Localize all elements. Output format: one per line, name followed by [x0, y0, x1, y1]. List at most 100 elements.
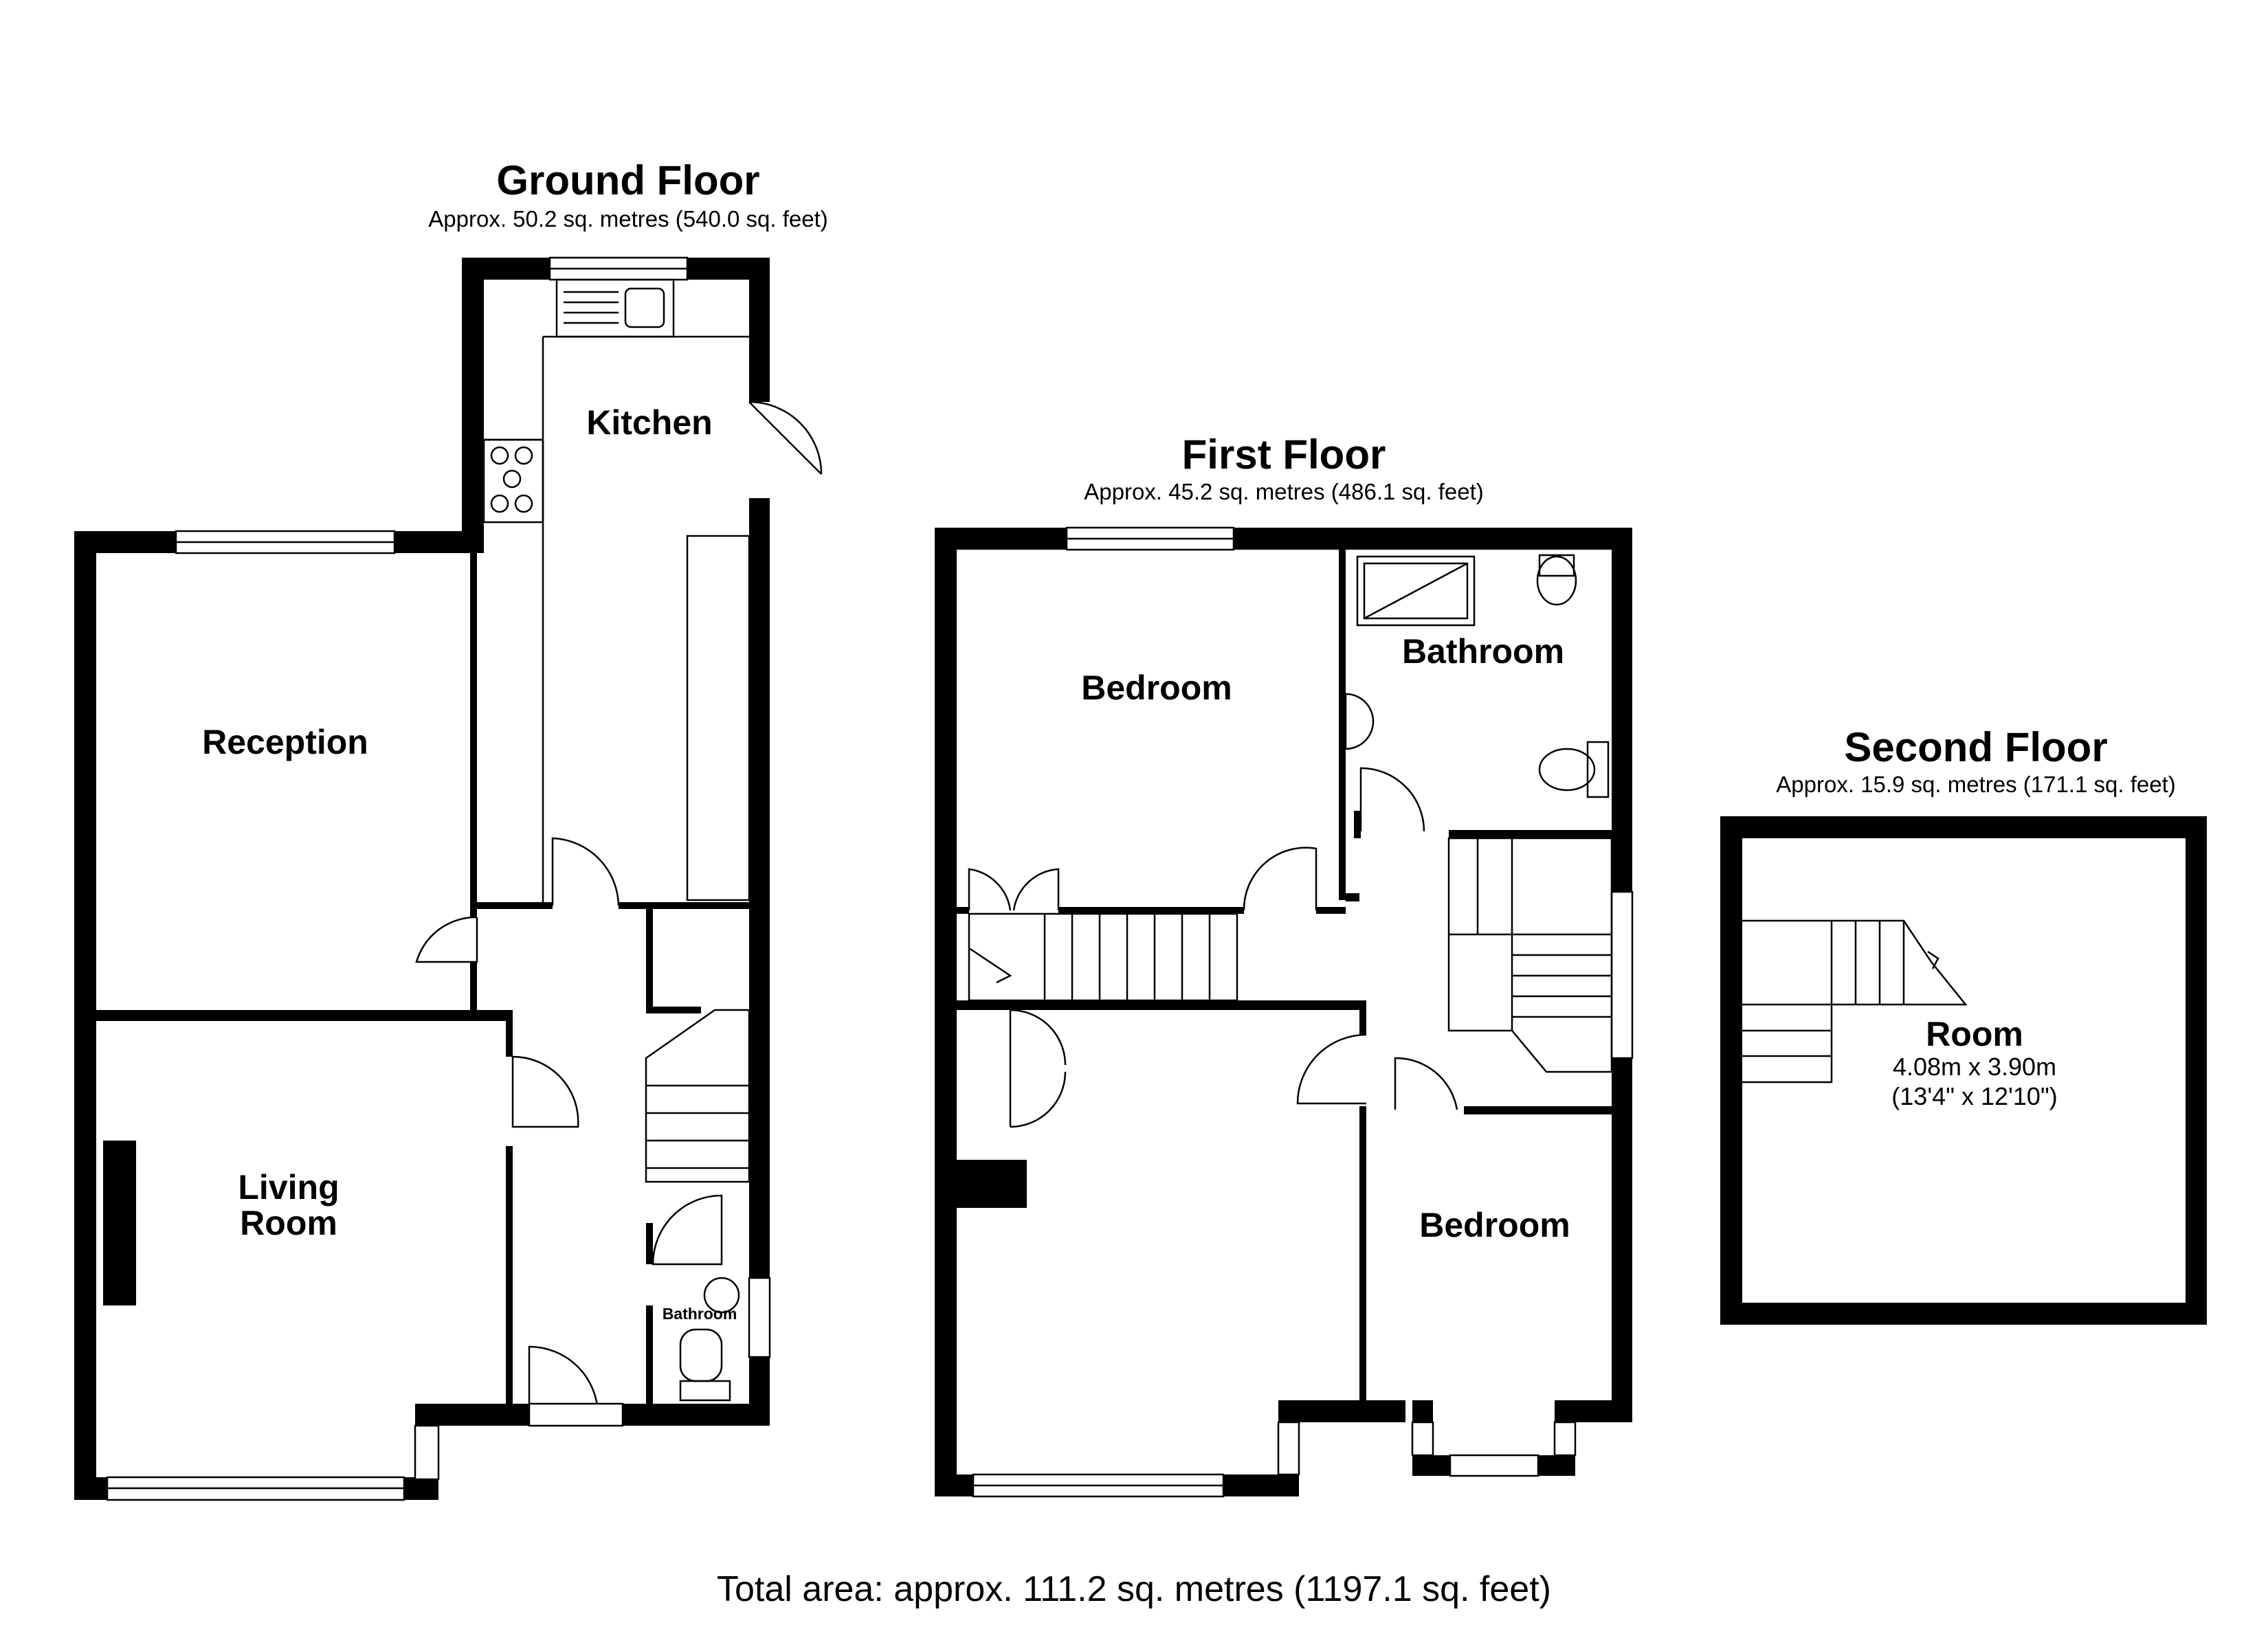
hob-icon [482, 438, 544, 524]
door [528, 1345, 599, 1416]
basin-icon [1344, 693, 1375, 750]
fireplace [103, 1141, 136, 1305]
wall [506, 1146, 513, 1414]
second-floor-plan: Second Floor Approx. 15.9 sq. metres (17… [1720, 724, 2207, 1325]
total-area: Total area: approx. 111.2 sq. metres (11… [717, 1569, 1551, 1609]
door [1243, 846, 1318, 911]
second-room-label: Room [1926, 1015, 2023, 1053]
window [1449, 1454, 1539, 1477]
wall [1720, 816, 2207, 838]
ground-bathroom-label: Bathroom [663, 1305, 737, 1323]
ground-floor-plan: Ground Floor Approx. 50.2 sq. metres (54… [74, 157, 828, 1501]
window [748, 1277, 771, 1358]
wall [89, 1010, 513, 1021]
first-floor-area: Approx. 45.2 sq. metres (486.1 sq. feet) [1084, 479, 1483, 504]
stairs [645, 1009, 751, 1183]
wall [74, 1477, 107, 1500]
wall [1339, 550, 1346, 900]
wall [74, 531, 176, 553]
wall [1359, 1106, 1366, 1402]
wall [646, 1223, 653, 1264]
stairs [968, 912, 1238, 1002]
front-door-threshold [528, 1402, 624, 1427]
wall [1346, 893, 1359, 901]
wall [1464, 1106, 1612, 1114]
worktop [686, 535, 751, 901]
cupboard-doors [1009, 1009, 1067, 1128]
wall [1612, 528, 1632, 892]
wall [646, 1305, 653, 1415]
stairs [1447, 837, 1613, 1073]
wall [470, 962, 477, 1010]
ground-floor-area: Approx. 50.2 sq. metres (540.0 sq. feet) [428, 206, 827, 232]
wall [1412, 1455, 1450, 1476]
second-room-metric: 4.08m x 3.90m [1893, 1053, 2056, 1081]
sink-icon [555, 278, 675, 338]
wall [1278, 1400, 1405, 1422]
wall [1354, 811, 1361, 838]
reception-label: Reception [202, 723, 368, 761]
wall [935, 528, 1067, 550]
wall [2186, 816, 2207, 1325]
wall [462, 258, 550, 280]
wall [1538, 1455, 1575, 1476]
wall [1058, 907, 1244, 914]
ground-floor-title: Ground Floor [496, 157, 759, 203]
wall [1720, 816, 1742, 1325]
wall [646, 1007, 701, 1013]
toilet-icon [1536, 555, 1577, 606]
wall [470, 546, 477, 917]
bedroom-1-label: Bedroom [1081, 669, 1232, 707]
door [1359, 767, 1425, 832]
first-floor-title: First Floor [1182, 431, 1386, 478]
wall [623, 1404, 770, 1426]
door [511, 1055, 579, 1128]
wall [1223, 1474, 1299, 1496]
window [1553, 1421, 1577, 1457]
toilet-icon [679, 1328, 723, 1382]
first-floor-plan: First Floor Approx. 45.2 sq. metres (486… [935, 431, 1634, 1498]
toilet-icon [1538, 748, 1596, 792]
cupboard-doors [968, 868, 1060, 911]
door [748, 401, 823, 475]
wall [1612, 1058, 1632, 1422]
wall [957, 907, 969, 914]
wall [646, 902, 653, 1012]
door [1296, 1033, 1367, 1105]
wall [935, 1474, 973, 1496]
basin-icon [703, 1277, 740, 1314]
door [551, 837, 620, 906]
wall [477, 902, 553, 909]
wall [462, 258, 484, 553]
second-floor-area: Approx. 15.9 sq. metres (171.1 sq. feet) [1776, 772, 2175, 797]
second-room-imperial: (13'4" x 12'10") [1891, 1082, 2057, 1110]
window [1277, 1421, 1300, 1476]
door [652, 1194, 723, 1266]
wall [935, 528, 957, 1496]
wall [1316, 907, 1346, 914]
kitchen-label: Kitchen [586, 403, 712, 442]
shower-icon [1356, 555, 1476, 627]
wall [1359, 1000, 1366, 1035]
chimney-breast [957, 1160, 1027, 1208]
wall [404, 1477, 438, 1500]
door [1394, 1057, 1458, 1110]
living-room-label-2: Room [240, 1204, 337, 1242]
wall [749, 258, 770, 402]
first-bathroom-label: Bathroom [1402, 632, 1564, 671]
wall [749, 498, 770, 1426]
window [414, 1424, 440, 1481]
window [1411, 1421, 1434, 1457]
bedroom-2-label: Bedroom [1419, 1206, 1570, 1244]
living-room-label-1: Living [238, 1168, 339, 1207]
door [415, 916, 478, 963]
second-floor-title: Second Floor [1844, 724, 2107, 770]
wall [619, 902, 756, 909]
wall [506, 1010, 513, 1057]
window [1610, 890, 1634, 1059]
wall [1234, 528, 1632, 550]
wall [1720, 1303, 2207, 1325]
wall [957, 1000, 1366, 1010]
wall [1449, 830, 1612, 838]
